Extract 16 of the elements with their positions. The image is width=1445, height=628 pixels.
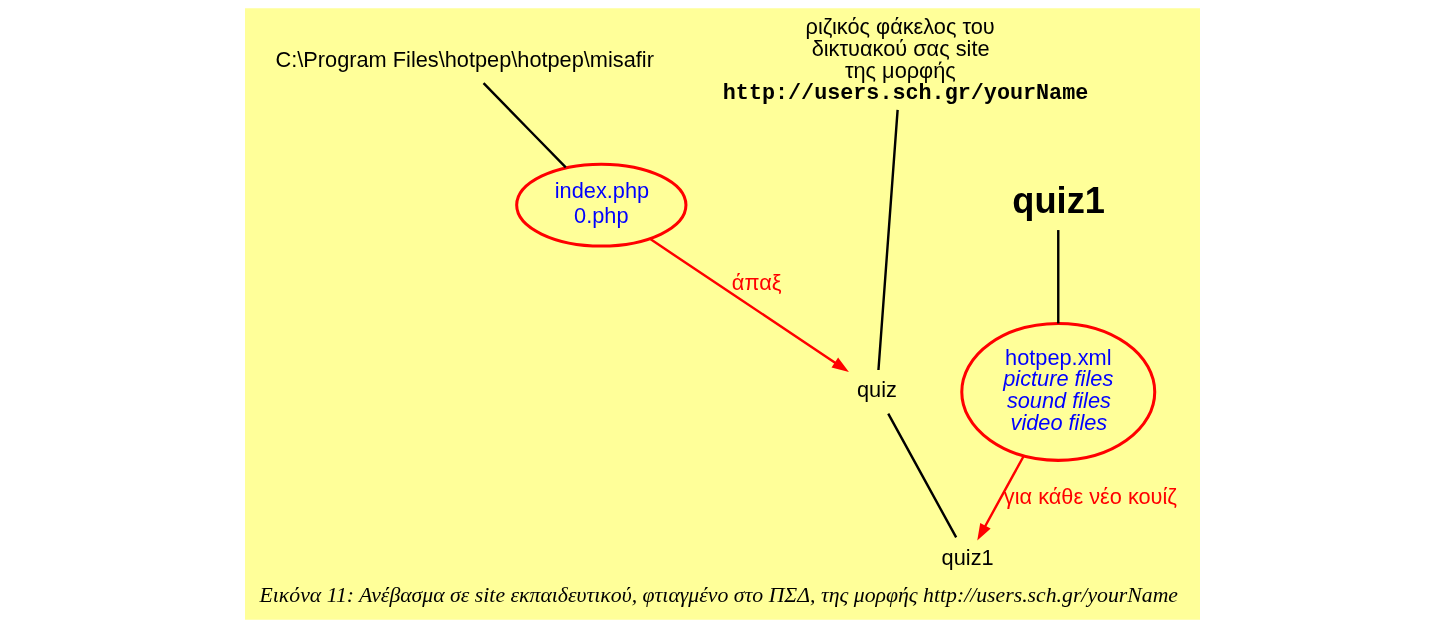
node-text: ριζικός φάκελος του δικτυακού σας site της μορφής http://users.sch.gr/yourName [722,14,1089,107]
connector [1057,230,1060,324]
node-text: C:\Program Files\hotpep\hotpep\misafir [275,46,654,72]
node-ellipse: hotpep.xml picture files sound files video files [960,321,1157,462]
node-text: quiz1 [941,544,994,570]
node-ellipse: index.php 0.php [515,162,688,248]
node-text: quiz [856,377,897,403]
node-text: quiz1 [1012,179,1105,221]
caption: Εικόνα 11: Ανέβασμα σε site εκπαιδευτικού, φτιαγμένο στο ΠΣΔ, της μορφής http://users.sch.gr/yourName [259,583,1179,608]
arrow [977,455,1025,541]
edge-label: για κάθε νέο κουίζ [1003,484,1177,510]
connector [887,413,958,538]
connector [482,82,567,169]
connector [877,109,899,371]
edge-label: άπαξ [731,270,782,296]
arrow [649,237,849,372]
